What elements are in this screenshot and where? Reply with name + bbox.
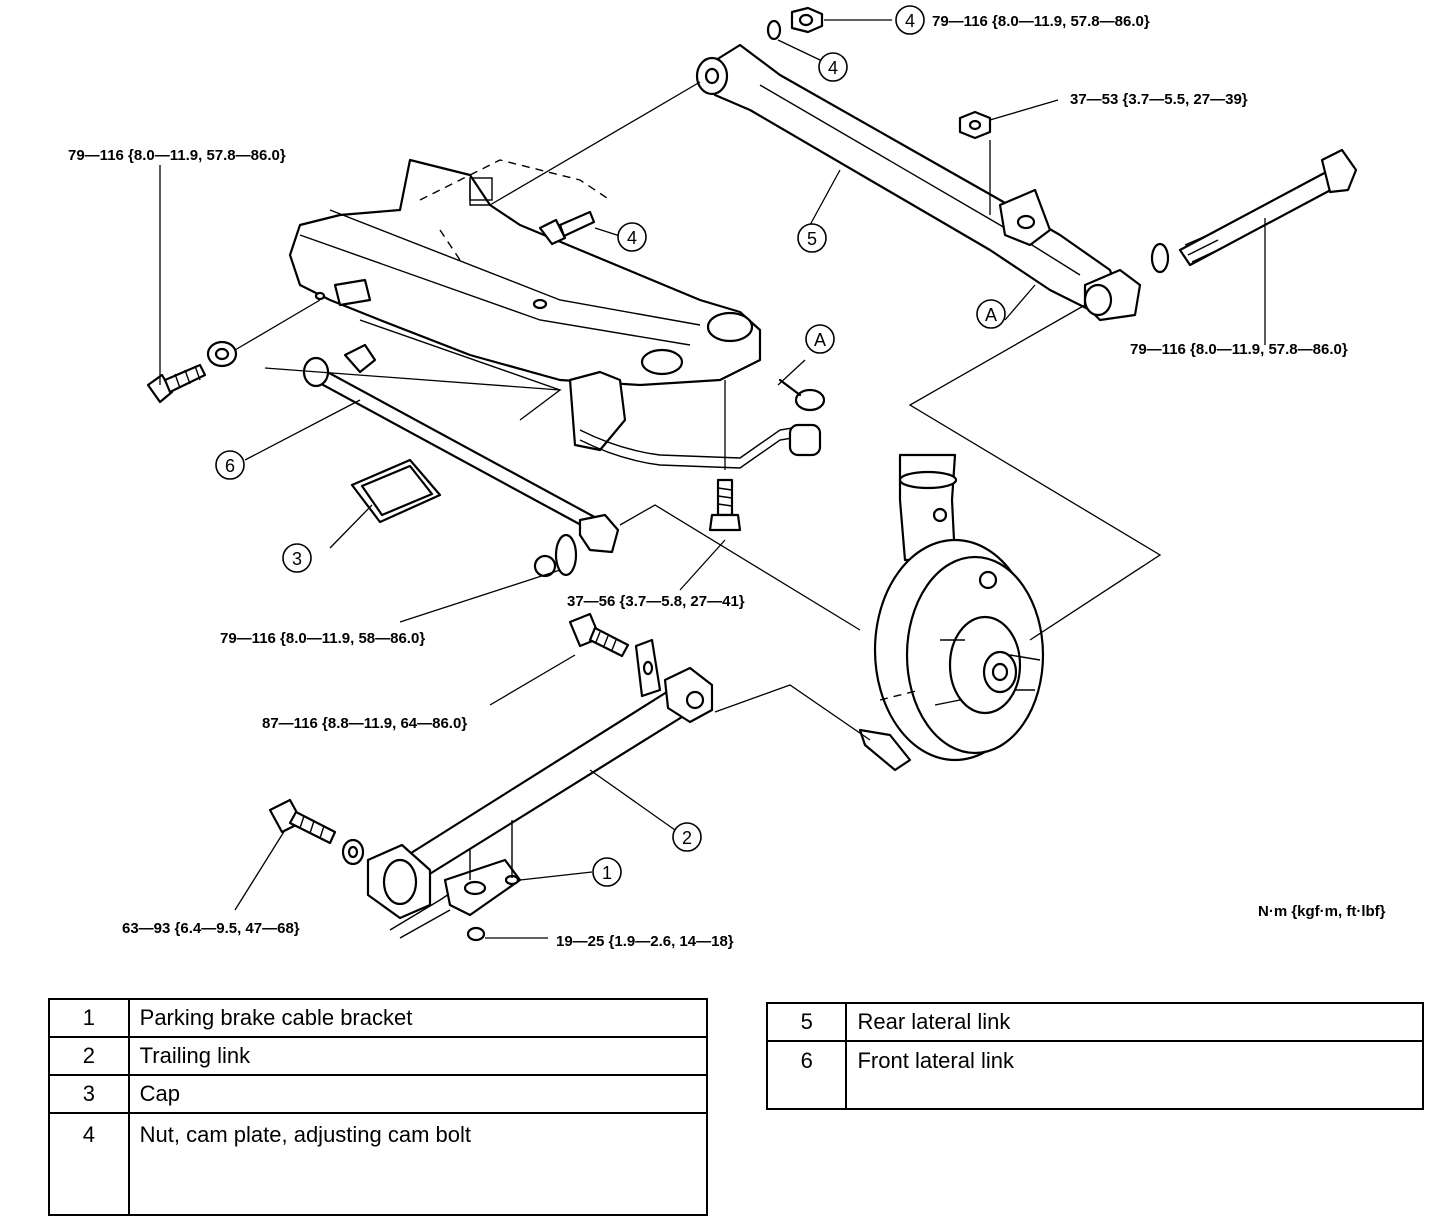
torque-left-bolt: 79—116 {8.0—11.9, 57.8—86.0} xyxy=(68,147,286,164)
cam-bolt-top xyxy=(538,210,596,246)
legend-description: Rear lateral link xyxy=(845,1002,1424,1042)
legend-number: 1 xyxy=(48,998,130,1038)
svg-text:A: A xyxy=(985,305,997,325)
legend-number: 5 xyxy=(765,1002,848,1042)
svg-text:5: 5 xyxy=(807,229,817,249)
svg-text:3: 3 xyxy=(292,549,302,569)
suspension-exploded-diagram: 1 2 3 4 4 4 5 6 A A 79—116 {8.0—11.9, 57… xyxy=(68,5,1386,950)
trailing-link xyxy=(366,666,714,939)
legend-row: 1 Parking brake cable bracket xyxy=(48,998,709,1038)
legend-description: Front lateral link xyxy=(845,1040,1424,1110)
cap xyxy=(350,458,442,524)
torque-rear-link-nut: 37—53 {3.7—5.5, 27—39} xyxy=(1070,91,1248,108)
units-note: N·m {kgf·m, ft·lbf} xyxy=(1258,903,1386,920)
callout-1: 1 xyxy=(592,857,622,887)
rear-link-nut xyxy=(958,110,992,140)
svg-text:4: 4 xyxy=(828,58,838,78)
legend-row: 5 Rear lateral link xyxy=(765,1002,1424,1042)
svg-text:4: 4 xyxy=(627,228,637,248)
torque-stabilizer-bolt: 37—56 {3.7—5.8, 27—41} xyxy=(567,593,745,610)
torque-long-bolt: 79—116 {8.0—11.9, 57.8—86.0} xyxy=(1130,341,1348,358)
leader-lines xyxy=(159,19,1266,939)
svg-text:1: 1 xyxy=(602,863,612,883)
callout-4-middle: 4 xyxy=(617,222,647,252)
wheel-hub xyxy=(858,453,1045,772)
top-nut xyxy=(766,6,824,41)
legend-row: 4 Nut, cam plate, adjusting cam bolt xyxy=(48,1112,709,1216)
callout-5: 5 xyxy=(797,223,827,253)
legend-number: 3 xyxy=(48,1074,130,1114)
trailing-link-bolt xyxy=(268,798,365,866)
legend-row: 6 Front lateral link xyxy=(765,1040,1424,1110)
callout-2: 2 xyxy=(672,822,702,852)
legend-table-right: 5 Rear lateral link 6 Front lateral link xyxy=(765,1002,1424,1110)
torque-bracket-bolt: 19—25 {1.9—2.6, 14—18} xyxy=(556,933,734,950)
callout-a-right: A xyxy=(976,299,1006,329)
callout-6: 6 xyxy=(215,450,245,480)
legend-description: Cap xyxy=(127,1074,709,1114)
svg-text:4: 4 xyxy=(905,11,915,31)
svg-text:A: A xyxy=(814,330,826,350)
legend-number: 4 xyxy=(48,1112,130,1216)
stabilizer-bolt xyxy=(708,478,742,532)
long-bolt xyxy=(1150,148,1358,274)
svg-text:6: 6 xyxy=(225,456,235,476)
front-lateral-link xyxy=(302,343,620,578)
legend-number: 6 xyxy=(765,1040,848,1110)
stabilizer-bar xyxy=(579,378,826,469)
callout-3: 3 xyxy=(282,543,312,573)
legend-number: 2 xyxy=(48,1036,130,1076)
rear-lateral-link xyxy=(695,43,1142,322)
crossmember xyxy=(288,158,762,452)
legend-table-left: 1 Parking brake cable bracket 2 Trailing… xyxy=(48,998,709,1216)
callout-4-upper: 4 xyxy=(818,52,848,82)
svg-text:2: 2 xyxy=(682,828,692,848)
legend-row: 3 Cap xyxy=(48,1074,709,1114)
left-bolt xyxy=(146,340,238,404)
torque-cam-bolt: 87—116 {8.8—11.9, 64—86.0} xyxy=(262,715,467,732)
cam-bolt-lower xyxy=(568,612,662,698)
legend-description: Parking brake cable bracket xyxy=(127,998,709,1038)
legend-description: Nut, cam plate, adjusting cam bolt xyxy=(127,1112,709,1216)
legend-row: 2 Trailing link xyxy=(48,1036,709,1076)
torque-front-link-nut: 79—116 {8.0—11.9, 58—86.0} xyxy=(220,630,425,647)
torque-top-nut: 79—116 {8.0—11.9, 57.8—86.0} xyxy=(932,13,1150,30)
callout-4-top: 4 xyxy=(895,5,925,35)
torque-trailing-link-bolt: 63—93 {6.4—9.5, 47—68} xyxy=(122,920,300,937)
callout-a-middle: A xyxy=(805,324,835,354)
legend-description: Trailing link xyxy=(127,1036,709,1076)
parking-brake-bracket xyxy=(443,820,522,942)
